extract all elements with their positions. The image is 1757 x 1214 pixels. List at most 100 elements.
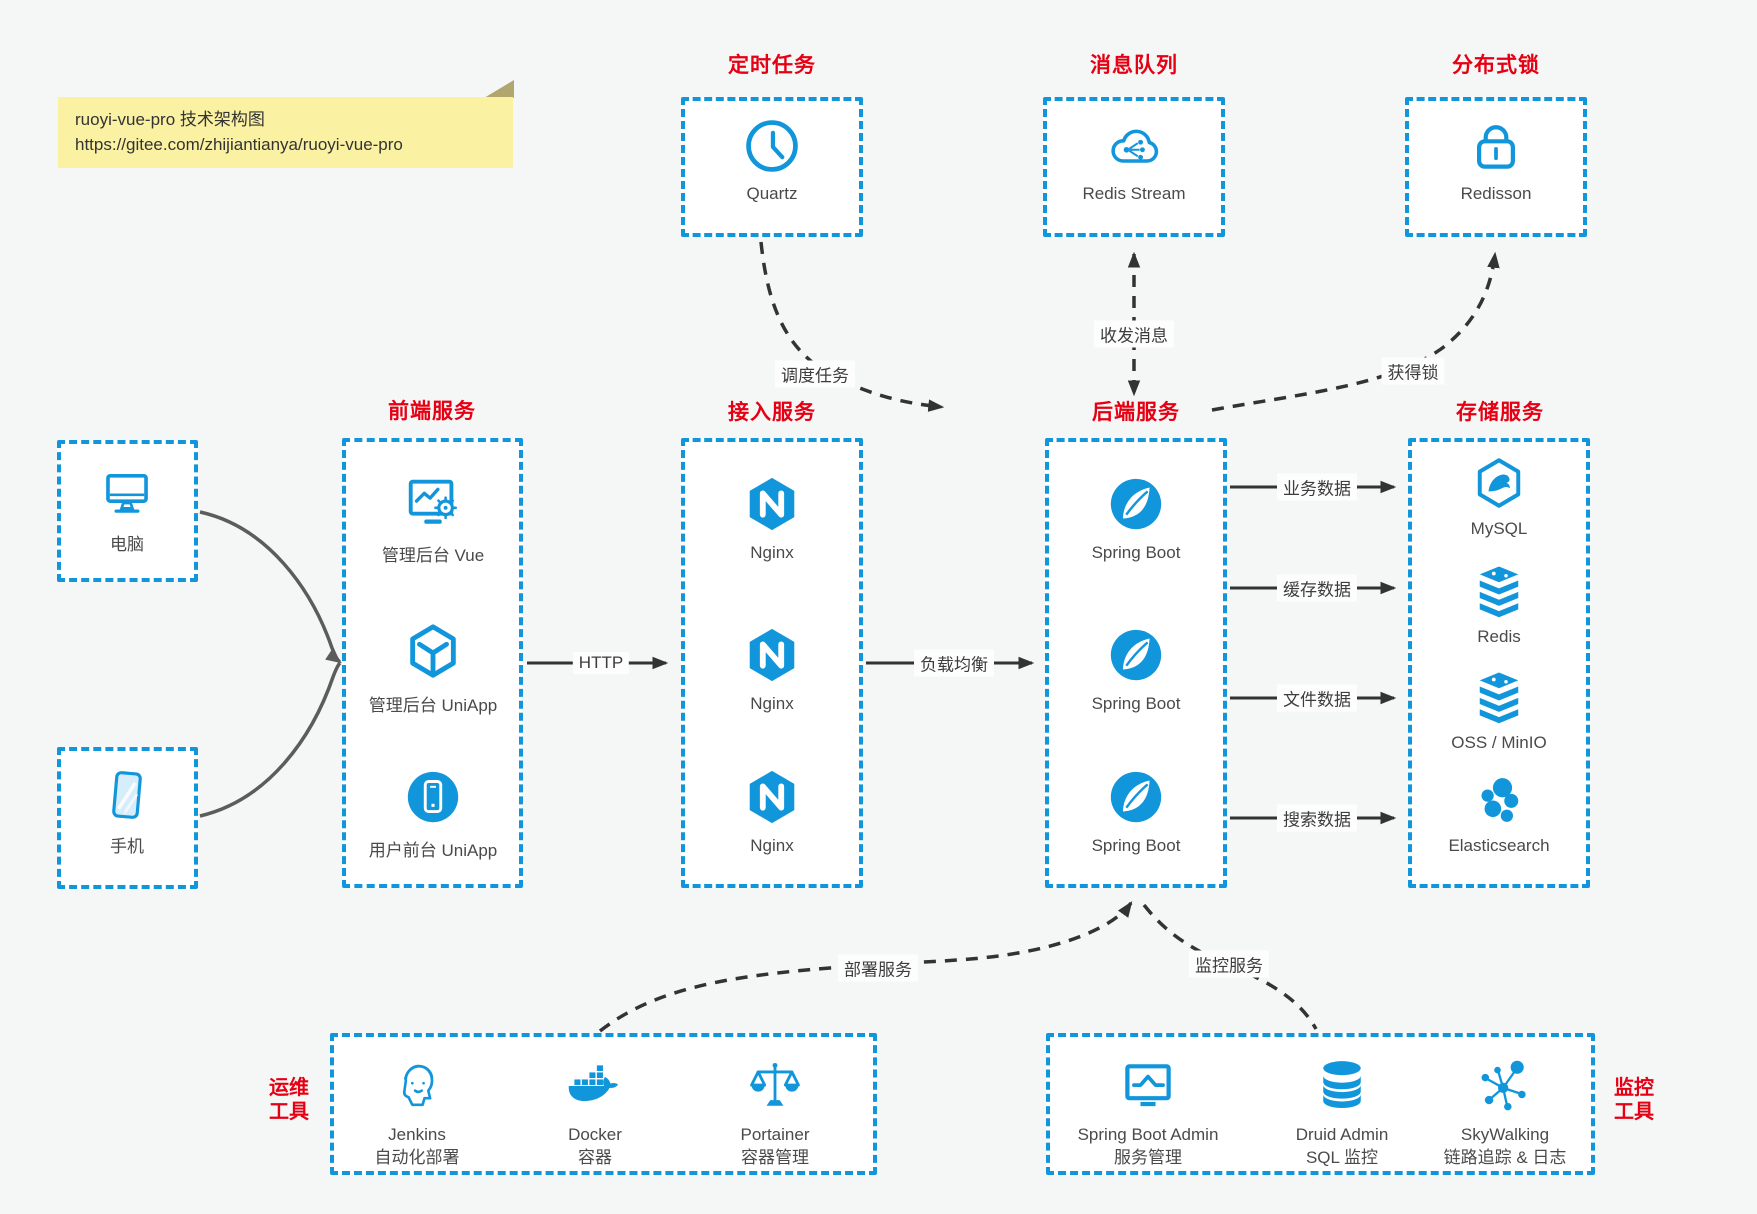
- desktop-icon: [98, 464, 156, 522]
- cloud-network-icon: [1104, 116, 1164, 176]
- title-distributed-lock: 分布式锁: [1452, 54, 1540, 77]
- monitor-title-line1: 监控: [1614, 1077, 1654, 1099]
- edge-label-message: 收发消息: [1094, 320, 1174, 348]
- redis-stack-icon: [1471, 669, 1527, 725]
- item-user-uniapp: 用户前台 UniApp: [333, 766, 533, 861]
- item-springboot-admin: Spring Boot Admin 服务管理: [1048, 1056, 1248, 1169]
- spring-icon: [1105, 766, 1167, 828]
- lock-icon: [1466, 116, 1526, 176]
- edge-label-cache-data: 缓存数据: [1277, 574, 1357, 602]
- item-sublabel: 容器: [578, 1148, 612, 1167]
- edge-label-business-data: 业务数据: [1277, 473, 1357, 501]
- item-label: 用户前台 UniApp: [368, 841, 498, 860]
- item-label: OSS / MinIO: [1451, 733, 1547, 752]
- item-mobile-client: 手机: [27, 766, 227, 857]
- item-mysql: MySQL: [1399, 455, 1599, 539]
- title-storage-services: 存储服务: [1456, 401, 1544, 424]
- edge-label-file-data: 文件数据: [1277, 684, 1357, 712]
- item-label: Portainer: [740, 1125, 810, 1144]
- item-label: Spring Boot: [1091, 543, 1181, 562]
- item-springboot-3: Spring Boot: [1036, 766, 1236, 856]
- item-springboot-2: Spring Boot: [1036, 624, 1236, 714]
- mysql-icon: [1471, 455, 1527, 511]
- title-message-queue: 消息队列: [1090, 54, 1178, 77]
- item-label: Redisson: [1460, 184, 1532, 203]
- monitor-chart-icon: [1118, 1056, 1178, 1116]
- item-label: Redis: [1477, 627, 1521, 646]
- ops-title-line2: 工具: [269, 1101, 309, 1123]
- item-label: Docker: [568, 1125, 622, 1144]
- item-sublabel: 链路追踪 & 日志: [1443, 1148, 1567, 1167]
- item-portainer: Portainer 容器管理: [675, 1056, 875, 1169]
- item-pc-client: 电脑: [27, 464, 227, 555]
- group-box-monitor-tools: [1046, 1033, 1595, 1175]
- item-label: MySQL: [1470, 519, 1528, 538]
- item-label: 电脑: [110, 535, 144, 554]
- item-label: Nginx: [750, 836, 794, 855]
- title-backend-services: 后端服务: [1092, 401, 1180, 424]
- item-label: Druid Admin: [1295, 1125, 1389, 1144]
- jenkins-icon: [387, 1056, 447, 1116]
- monitor-title-line2: 工具: [1614, 1101, 1654, 1123]
- item-admin-uniapp: 管理后台 UniApp: [333, 621, 533, 716]
- item-sublabel: 服务管理: [1114, 1148, 1182, 1167]
- item-nginx-2: Nginx: [672, 624, 872, 714]
- spring-icon: [1105, 624, 1167, 686]
- item-label: Nginx: [750, 543, 794, 562]
- item-label: Jenkins: [388, 1125, 446, 1144]
- edge-label-lock: 获得锁: [1381, 357, 1445, 385]
- item-oss-minio: OSS / MinIO: [1399, 669, 1599, 753]
- item-springboot-1: Spring Boot: [1036, 473, 1236, 563]
- topology-icon: [1475, 1056, 1535, 1116]
- item-druid-admin: Druid Admin SQL 监控: [1242, 1056, 1442, 1169]
- title-gateway-services: 接入服务: [728, 401, 816, 424]
- edge-label-schedule: 调度任务: [775, 360, 855, 388]
- ops-title-line1: 运维: [269, 1077, 309, 1099]
- item-label: 管理后台 Vue: [381, 546, 485, 565]
- item-label: SkyWalking: [1460, 1125, 1550, 1144]
- item-docker: Docker 容器: [495, 1056, 695, 1169]
- admin-vue-icon: [402, 471, 464, 533]
- item-jenkins: Jenkins 自动化部署: [317, 1056, 517, 1169]
- note-title: ruoyi-vue-pro 技术架构图: [75, 110, 265, 129]
- item-label: Spring Boot: [1091, 836, 1181, 855]
- item-redis: Redis: [1399, 563, 1599, 647]
- item-sublabel: 自动化部署: [374, 1148, 460, 1167]
- item-sublabel: SQL 监控: [1305, 1148, 1379, 1167]
- item-label: Nginx: [750, 694, 794, 713]
- edge-label-search-data: 搜索数据: [1277, 804, 1357, 832]
- item-label: Elasticsearch: [1448, 836, 1550, 855]
- item-label: Redis Stream: [1082, 184, 1186, 203]
- docker-icon: [565, 1056, 625, 1116]
- item-quartz: Quartz: [672, 116, 872, 204]
- item-label: Spring Boot Admin: [1077, 1125, 1219, 1144]
- elasticsearch-icon: [1471, 772, 1527, 828]
- item-skywalking: SkyWalking 链路追踪 & 日志: [1405, 1056, 1605, 1169]
- sticky-note: ruoyi-vue-pro 技术架构图 https://gitee.com/zh…: [58, 97, 513, 168]
- item-nginx-1: Nginx: [672, 473, 872, 563]
- edge-label-monitor: 监控服务: [1189, 950, 1269, 978]
- spring-icon: [1105, 473, 1167, 535]
- item-elasticsearch: Elasticsearch: [1399, 772, 1599, 856]
- note-url: https://gitee.com/zhijiantianya/ruoyi-vu…: [75, 135, 403, 154]
- nginx-icon: [741, 766, 803, 828]
- mobile-app-icon: [402, 766, 464, 828]
- item-label: Spring Boot: [1091, 694, 1181, 713]
- note-folded-corner: [484, 80, 514, 98]
- item-label: 管理后台 UniApp: [368, 696, 498, 715]
- item-nginx-3: Nginx: [672, 766, 872, 856]
- title-frontend-services: 前端服务: [388, 400, 476, 423]
- acquire-lock-curve: [1211, 251, 1500, 412]
- edge-label-http: HTTP: [572, 652, 630, 674]
- portainer-icon: [745, 1056, 805, 1116]
- item-label: 手机: [110, 837, 144, 856]
- item-redisson: Redisson: [1396, 116, 1596, 204]
- title-ops-tools: 运维 工具: [269, 1076, 309, 1124]
- cube-icon: [402, 621, 464, 683]
- item-redis-stream: Redis Stream: [1034, 116, 1234, 204]
- redis-stack-icon: [1471, 563, 1527, 619]
- item-admin-vue: 管理后台 Vue: [333, 471, 533, 566]
- nginx-icon: [741, 624, 803, 686]
- item-sublabel: 容器管理: [741, 1148, 809, 1167]
- item-label: Quartz: [746, 184, 798, 203]
